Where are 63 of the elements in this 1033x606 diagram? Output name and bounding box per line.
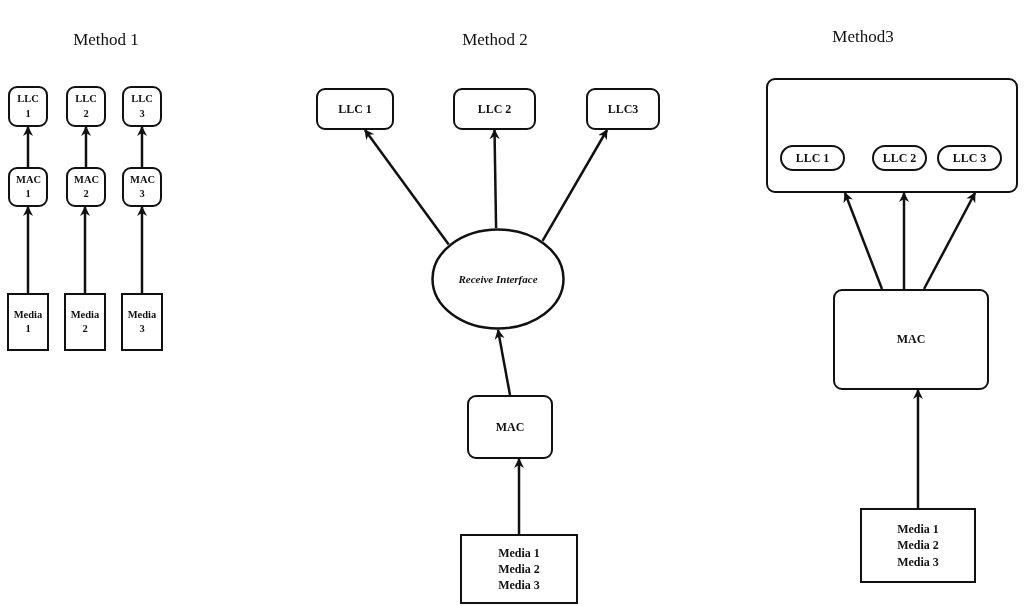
box-label: Media 2 — [498, 560, 540, 578]
method-title: Method 2 — [462, 30, 528, 50]
arrow — [80, 206, 90, 293]
box-label: LLC 3 — [130, 92, 154, 121]
box-label: Receive Interface — [458, 271, 538, 287]
arrow — [494, 329, 512, 396]
box-label: MAC 3 — [130, 172, 154, 201]
arrow — [899, 192, 909, 289]
layer-box — [860, 508, 976, 583]
layer-box — [122, 86, 162, 127]
arrow — [364, 129, 450, 246]
layer-box — [316, 88, 394, 130]
layer-box — [780, 145, 845, 171]
box-label: LLC3 — [607, 100, 639, 118]
layer-box — [833, 289, 989, 390]
layer-box — [122, 167, 162, 207]
arrow — [23, 206, 33, 293]
ellipse — [431, 228, 565, 330]
arrow — [489, 129, 500, 229]
box-label: Media 3 — [498, 577, 540, 594]
box-label: MAC 2 — [74, 172, 98, 201]
box-label: MAC — [896, 331, 926, 348]
layer-box — [460, 534, 578, 604]
box-label: Media 1 — [12, 307, 44, 336]
box-label: MAC — [495, 418, 525, 436]
box-label: Media 3 — [897, 553, 939, 570]
arrow — [137, 206, 147, 293]
box-label: Media 1 — [498, 544, 540, 561]
box-label: LLC 1 — [795, 149, 830, 167]
arrow — [81, 126, 91, 167]
arrow — [913, 389, 923, 508]
arrow — [514, 458, 524, 534]
arrow — [541, 129, 609, 242]
layer-box — [66, 86, 106, 127]
layer-box — [66, 167, 106, 207]
box-label: Media 2 — [69, 307, 101, 336]
layer-box — [937, 145, 1002, 171]
layer-box — [64, 293, 106, 351]
method-title: Method 1 — [73, 30, 139, 50]
layer-box — [586, 88, 660, 130]
layer-box — [467, 395, 553, 459]
box-label: LLC 1 — [16, 92, 40, 121]
layer-box — [8, 86, 48, 127]
method-title: Method3 — [832, 27, 894, 47]
layer-box — [8, 167, 48, 207]
box-label: Media 2 — [897, 537, 939, 554]
layer-box — [872, 145, 927, 171]
container-box — [766, 78, 1018, 193]
box-label: LLC 1 — [338, 100, 372, 118]
box-label: LLC 3 — [952, 149, 987, 167]
box-label: Media 3 — [126, 307, 158, 336]
box-label: LLC 2 — [477, 100, 512, 118]
box-label: Media 1 — [897, 521, 939, 538]
layer-box — [7, 293, 49, 351]
box-label: LLC 2 — [74, 92, 98, 121]
layer-box — [453, 88, 536, 130]
layer-box — [121, 293, 163, 351]
arrow — [23, 126, 33, 167]
arrow — [137, 126, 147, 167]
box-label: LLC 2 — [882, 149, 917, 167]
arrow — [922, 192, 977, 290]
box-label: MAC 1 — [16, 172, 40, 201]
arrow — [843, 192, 884, 290]
